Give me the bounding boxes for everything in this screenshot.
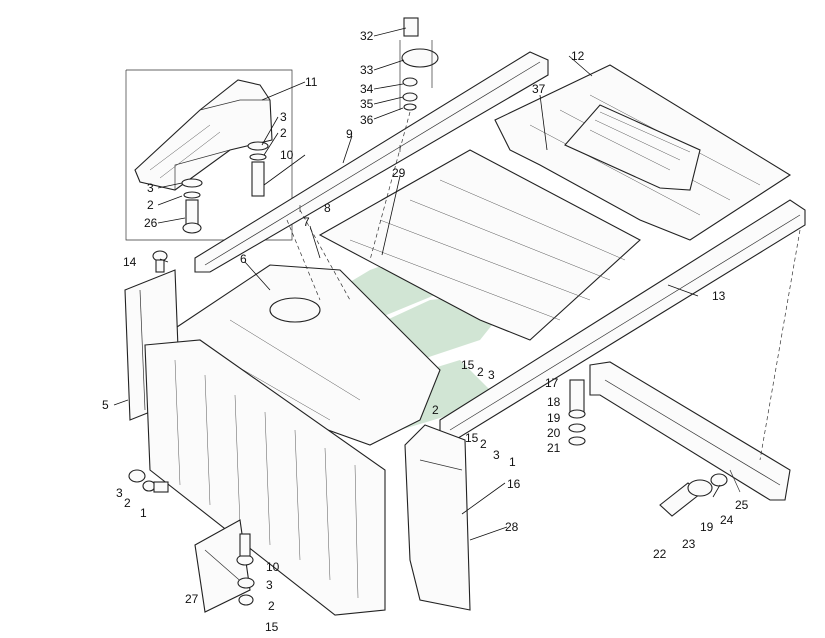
label-3: 3: [147, 181, 154, 195]
label-10: 10: [280, 148, 294, 162]
label-7: 7: [303, 215, 310, 229]
label-2: 2: [432, 403, 439, 417]
label-15: 15: [265, 620, 279, 634]
leader-lines: [113, 27, 721, 541]
upper-fastener-stack: [399, 17, 439, 111]
label-37: 37: [532, 82, 546, 96]
label-34: 34: [360, 82, 374, 96]
front-fasteners: [128, 250, 255, 606]
label-9: 9: [346, 127, 353, 141]
inset-bolts: [181, 141, 269, 234]
label-20: 20: [547, 426, 561, 440]
label-6: 6: [240, 252, 247, 266]
label-25: 25: [735, 498, 749, 512]
beam-9: [194, 51, 549, 273]
label-32: 32: [360, 29, 374, 43]
label-23: 23: [682, 537, 696, 551]
label-13: 13: [712, 289, 726, 303]
label-10: 10: [266, 560, 280, 574]
floor-panel-8: [318, 149, 641, 341]
floor-panel-12: [494, 64, 792, 241]
label-5: 5: [102, 398, 109, 412]
label-33: 33: [360, 63, 374, 77]
label-3: 3: [493, 448, 500, 462]
part-labels: 32 33 34 35 36 11 3 2 10 3 2 26 9 12 37 …: [102, 29, 749, 634]
label-14: 14: [123, 255, 137, 269]
label-15: 15: [461, 358, 475, 372]
part-11-bracket: [134, 79, 273, 191]
label-15: 15: [465, 431, 479, 445]
crossmember-frame: [568, 361, 791, 501]
label-19: 19: [700, 520, 714, 534]
label-2: 2: [280, 126, 287, 140]
bolt-22-assembly: [659, 469, 741, 517]
label-8: 8: [324, 201, 331, 215]
bracket-27: [194, 519, 251, 613]
label-21: 21: [547, 441, 561, 455]
label-17: 17: [545, 376, 559, 390]
label-1: 1: [140, 506, 147, 520]
side-panel-16: [404, 424, 471, 611]
label-28: 28: [505, 520, 519, 534]
label-29: 29: [392, 166, 406, 180]
label-12: 12: [571, 49, 585, 63]
label-2: 2: [477, 365, 484, 379]
label-2: 2: [124, 496, 131, 510]
label-3: 3: [116, 486, 123, 500]
label-26: 26: [144, 216, 158, 230]
tailgate-panel: [144, 339, 386, 616]
inset-box: [125, 69, 293, 241]
label-3: 3: [488, 368, 495, 382]
label-2: 2: [480, 437, 487, 451]
label-36: 36: [360, 113, 374, 127]
label-3: 3: [266, 578, 273, 592]
label-35: 35: [360, 97, 374, 111]
label-3: 3: [280, 110, 287, 124]
label-11: 11: [305, 75, 318, 89]
label-19: 19: [547, 411, 561, 425]
label-22: 22: [653, 547, 667, 561]
label-16: 16: [507, 477, 521, 491]
label-1: 1: [509, 455, 516, 469]
construction-lines: [286, 111, 801, 461]
label-2: 2: [268, 599, 275, 613]
label-24: 24: [720, 513, 734, 527]
label-27: 27: [185, 592, 199, 606]
label-2: 2: [147, 198, 154, 212]
label-18: 18: [547, 395, 561, 409]
